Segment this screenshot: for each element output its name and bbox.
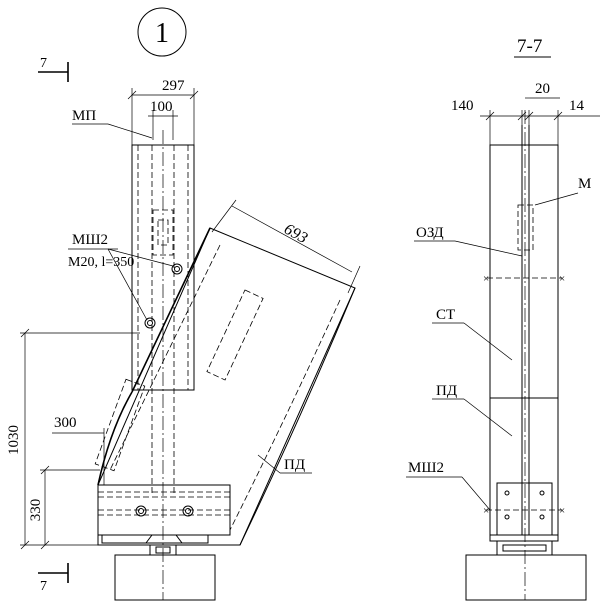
section-mark-bottom: 7	[38, 563, 69, 594]
bolt-upper	[171, 263, 183, 275]
label-mp: МП	[72, 108, 153, 139]
label-m: М	[534, 176, 591, 206]
view-number: 1	[155, 18, 169, 49]
section-column: × ×	[483, 110, 565, 600]
svg-text:МШ2: МШ2	[408, 460, 444, 476]
svg-text:ПД: ПД	[436, 383, 457, 399]
section-base: × ×	[465, 482, 587, 601]
svg-text:693: 693	[281, 221, 310, 248]
label-pd-view2: ПД	[432, 383, 513, 437]
label-pd-view1: ПД	[257, 454, 312, 474]
svg-text:1030: 1030	[6, 425, 22, 455]
svg-text:330: 330	[28, 499, 44, 522]
svg-text:М20, l=350: М20, l=350	[68, 255, 134, 270]
svg-text:140: 140	[451, 98, 474, 114]
svg-text:300: 300	[54, 415, 77, 431]
dim-20: 20	[525, 81, 560, 99]
svg-text:×: ×	[559, 505, 565, 517]
view-number-circle	[137, 7, 187, 57]
dim-300: 300	[52, 415, 105, 485]
label-st: СТ	[432, 307, 513, 361]
svg-text:7: 7	[40, 56, 47, 71]
brace-inclined	[94, 227, 356, 546]
svg-text:×: ×	[483, 505, 489, 517]
dim-693: 693	[211, 199, 361, 294]
dim-297: 297	[127, 78, 199, 145]
svg-text:МП: МП	[72, 108, 96, 124]
svg-text:7: 7	[40, 579, 47, 594]
dim-100: 100	[148, 99, 178, 140]
bolt-lower	[144, 317, 156, 329]
svg-text:СТ: СТ	[436, 307, 455, 323]
svg-text:×: ×	[559, 273, 565, 285]
label-msh2: МШ2 М20, l=350	[68, 232, 174, 321]
svg-text:14: 14	[569, 98, 585, 114]
bolt-base-2	[182, 505, 194, 517]
label-ozd: ОЗД	[414, 225, 523, 257]
svg-text:ОЗД: ОЗД	[416, 225, 444, 241]
svg-text:100: 100	[150, 99, 173, 115]
base-assembly	[97, 484, 231, 601]
dim-1030: 1030	[6, 328, 140, 550]
bolt-base-1	[135, 505, 147, 517]
svg-text:МШ2: МШ2	[72, 232, 108, 248]
svg-text:20: 20	[535, 81, 550, 97]
section-mark-top: 7	[38, 56, 69, 82]
section-title: 7-7	[517, 36, 542, 57]
label-msh2-view2: МШ2	[406, 460, 491, 511]
view-section-7-7: 7-7 140 14 20	[406, 36, 600, 601]
dim-330: 330	[28, 465, 100, 550]
dim-140: 140 14	[451, 98, 600, 145]
view-1: 1 7 7 297 100 МП	[6, 7, 361, 601]
svg-text:297: 297	[162, 78, 185, 94]
column-vertical	[131, 130, 195, 600]
svg-text:ПД: ПД	[284, 457, 305, 473]
svg-text:×: ×	[483, 273, 489, 285]
svg-text:М: М	[578, 176, 591, 192]
